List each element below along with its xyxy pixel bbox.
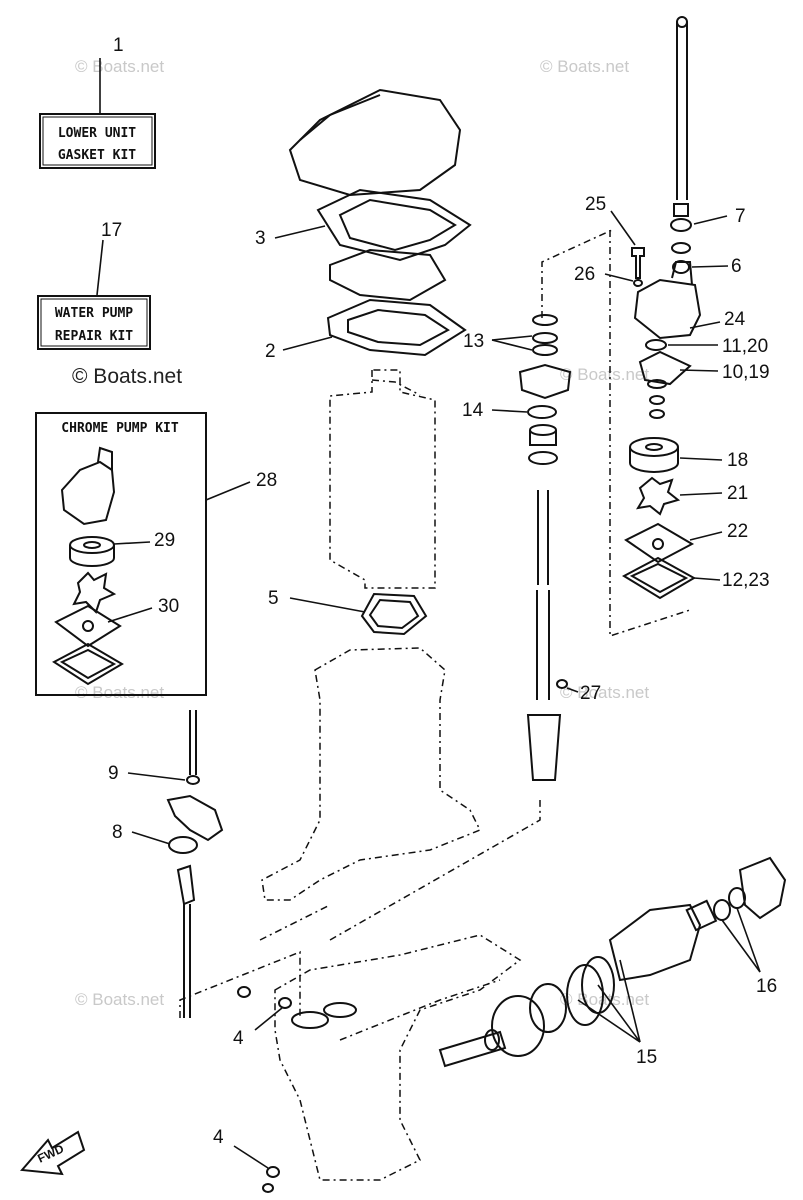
watermark: © Boats.net (560, 683, 649, 702)
callout-6: 6 (731, 256, 742, 277)
callout-4: 4 (233, 1028, 244, 1049)
callout-9: 9 (108, 763, 119, 784)
callout-14: 14 (462, 400, 484, 421)
callout-17: 17 (101, 220, 122, 241)
left-shaft-group[interactable]: 9 8 (108, 710, 224, 1018)
drive-shaft-group[interactable]: 13 14 27 (462, 229, 613, 781)
callout-2: 2 (265, 341, 276, 362)
callout-18: 18 (727, 450, 748, 471)
callout-21: 21 (727, 483, 748, 504)
callout-22: 22 (727, 521, 748, 542)
callout-11-20: 11,20 (722, 336, 768, 357)
callout-13: 13 (463, 331, 484, 352)
extension-housing (329, 369, 436, 589)
callout-29: 29 (154, 530, 175, 551)
callout-28: 28 (256, 470, 277, 491)
callout-25: 25 (585, 194, 606, 215)
callout-4-lower: 4 (213, 1127, 224, 1148)
callout-15: 15 (636, 1047, 657, 1068)
forward-arrow-icon: FWD (19, 1130, 86, 1176)
pump-housing-part (60, 460, 116, 526)
water-pump-repair-kit-box[interactable]: WATER PUMP REPAIR KIT 17 (37, 220, 151, 350)
callout-5: 5 (268, 588, 279, 609)
callout-3: 3 (255, 228, 266, 249)
lower-unit-gasket-kit-box[interactable]: LOWER UNIT GASKET KIT 1 (39, 35, 156, 169)
callout-1: 1 (113, 35, 124, 56)
gasket-2-part (326, 298, 467, 357)
watermarks: © Boats.net © Boats.net © Boats.net © Bo… (72, 57, 649, 1009)
kit-label-line2: GASKET KIT (58, 148, 136, 163)
lower-unit-housing (179, 647, 541, 1181)
watermark: © Boats.net (540, 57, 629, 76)
water-pump-group[interactable]: 7 6 25 26 24 11,20 10,19 18 21 22 12,23 (574, 16, 770, 638)
chrome-pump-kit-title: CHROME PUMP KIT (61, 421, 179, 436)
callout-16: 16 (756, 976, 777, 997)
watermark: © Boats.net (75, 57, 164, 76)
kit-label-line2: REPAIR KIT (55, 329, 133, 344)
callout-10-19: 10,19 (722, 362, 770, 383)
callout-24: 24 (724, 309, 746, 330)
callout-26: 26 (574, 264, 595, 285)
kit-label-line1: WATER PUMP (55, 306, 133, 321)
prop-shaft-housing-group[interactable]: 15 16 (438, 856, 787, 1068)
callout-7: 7 (735, 206, 746, 227)
gasket-3-part (316, 188, 472, 262)
callout-27: 27 (580, 683, 601, 704)
upper-gasket-group[interactable]: 3 2 (255, 88, 472, 362)
plug-group[interactable]: 4 4 (213, 986, 292, 1193)
watermark: © Boats.net (75, 990, 164, 1009)
watermark: © Boats.net (75, 683, 164, 702)
kit-label-line1: LOWER UNIT (58, 126, 136, 141)
watermark: © Boats.net (560, 365, 649, 384)
gasket-5-group[interactable]: 5 (268, 588, 428, 636)
callout-12-23: 12,23 (722, 570, 770, 591)
callout-30: 30 (158, 596, 179, 617)
top-cover-part (288, 88, 462, 197)
chrome-pump-kit-box[interactable]: CHROME PUMP KIT 28 29 30 (35, 412, 277, 696)
callout-8: 8 (112, 822, 123, 843)
watermark-large: © Boats.net (72, 365, 182, 388)
